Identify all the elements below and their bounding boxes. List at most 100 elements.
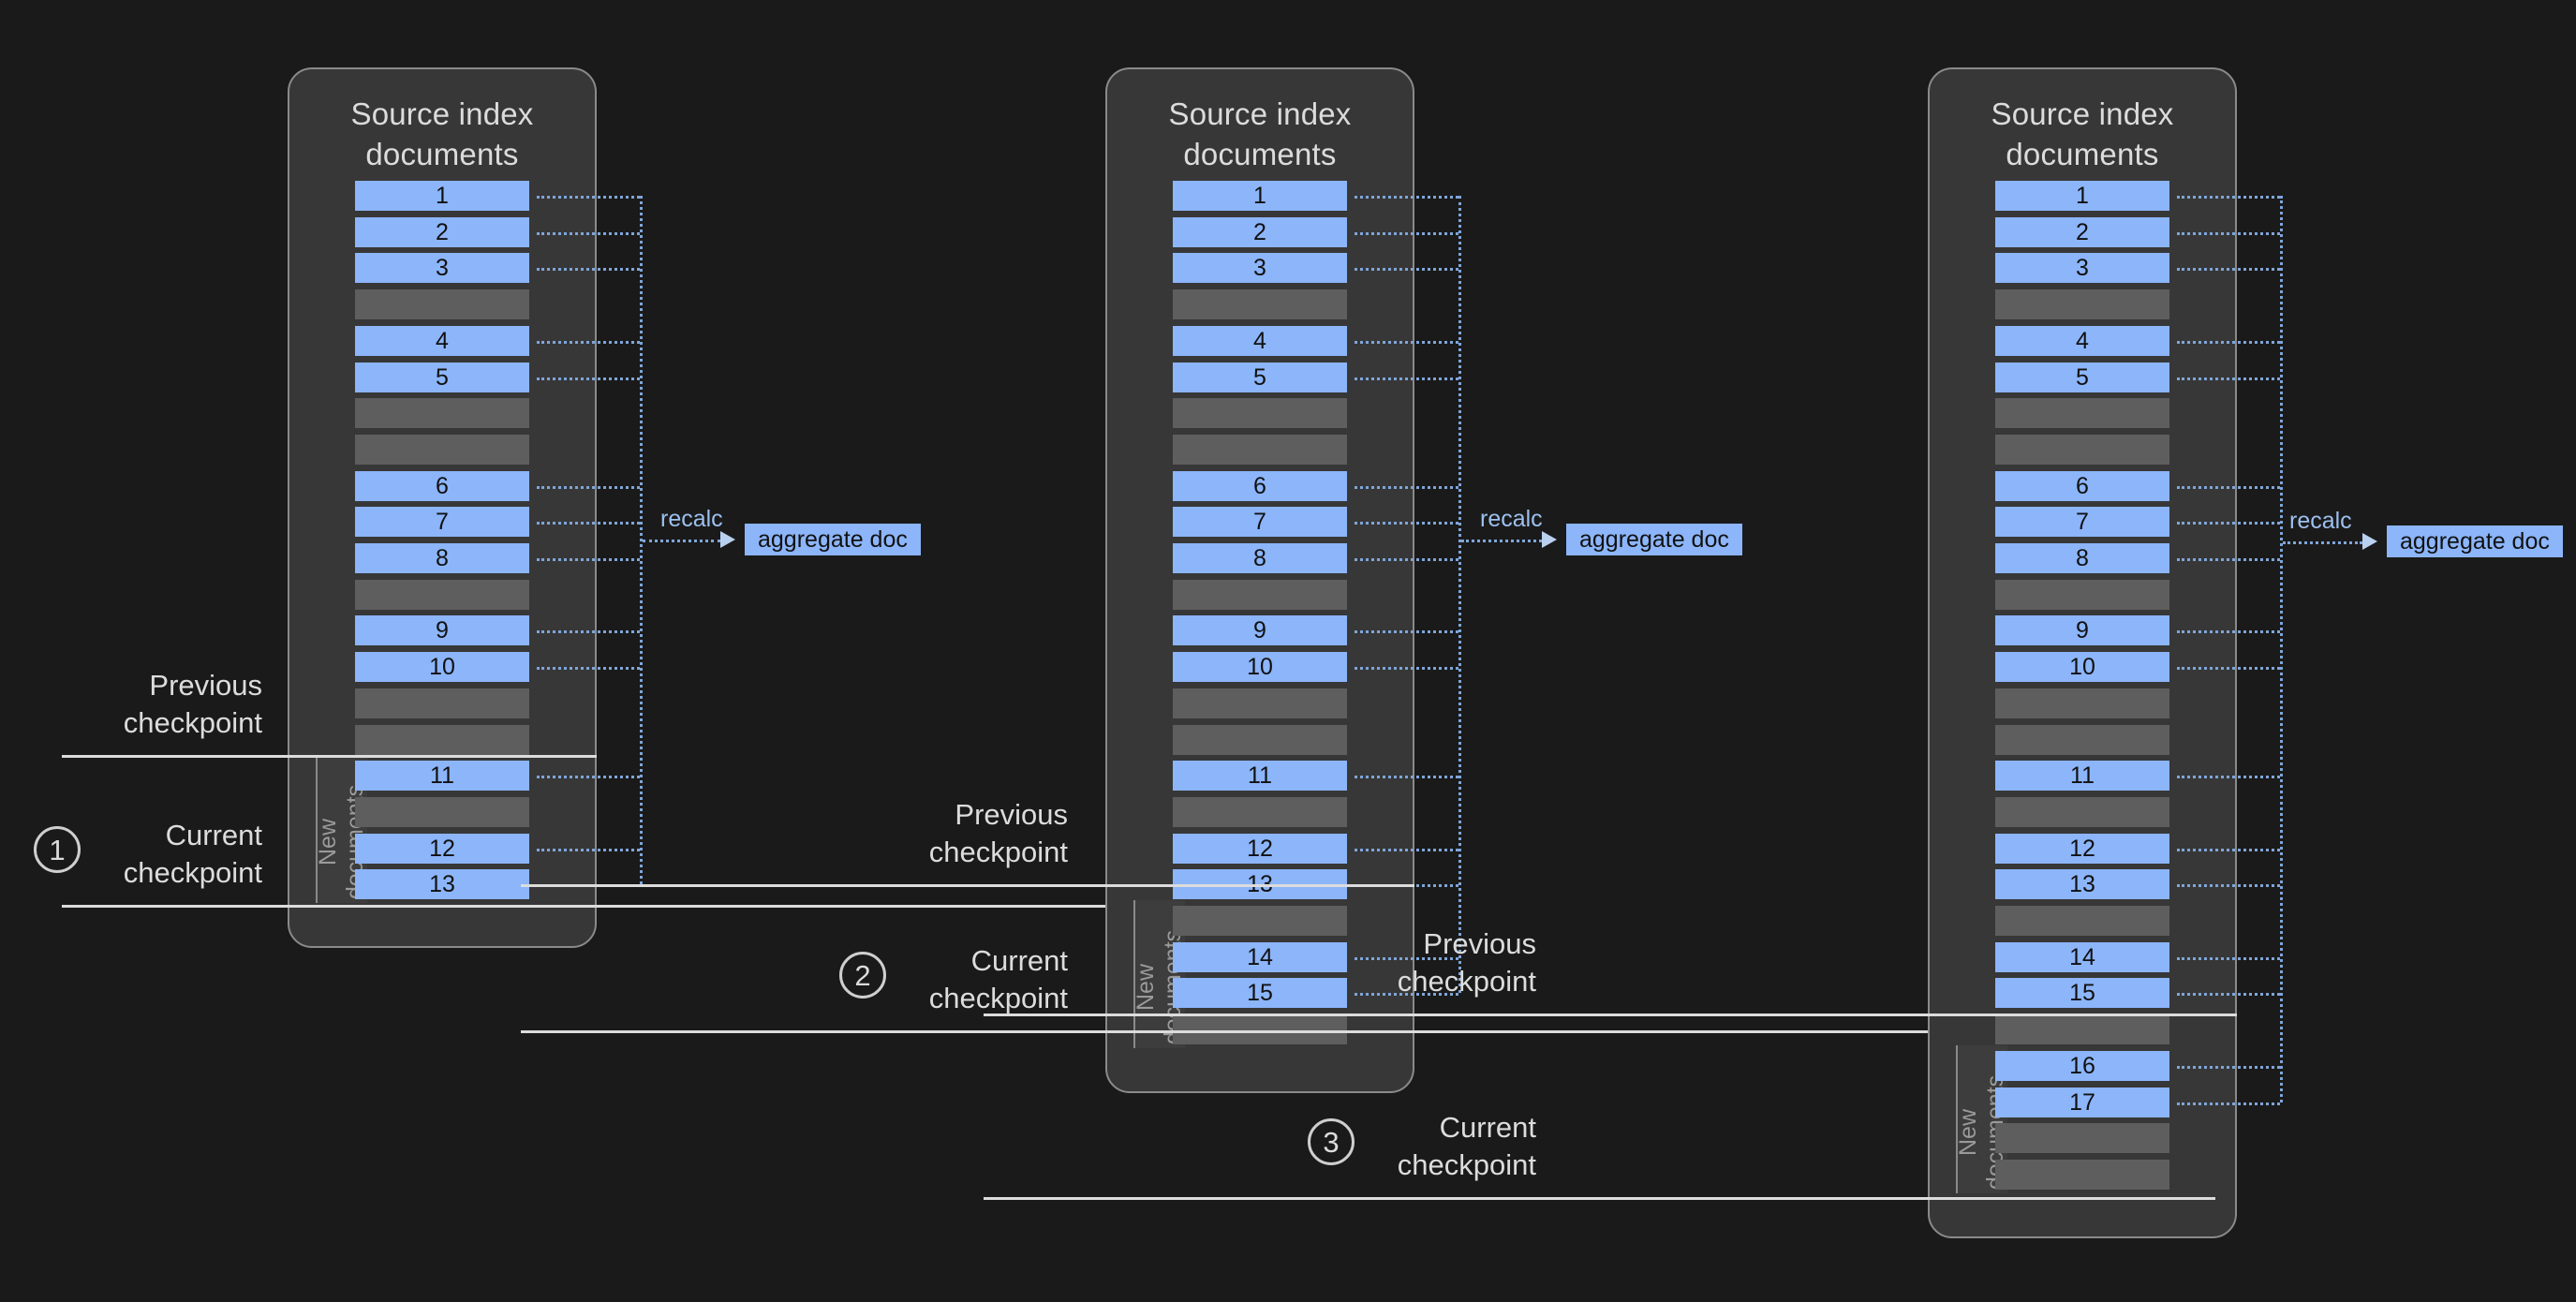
connector-line	[2177, 993, 2280, 997]
connector-line	[537, 268, 640, 272]
empty-row	[1173, 579, 1347, 610]
current-checkpoint-line	[984, 1197, 2215, 1200]
document-row: 12	[1173, 833, 1347, 864]
recalc-arrow-line	[2283, 541, 2362, 544]
document-row: 2	[355, 216, 529, 247]
connector-line	[537, 558, 640, 561]
connector-line	[1355, 776, 1458, 779]
document-row: 1	[1173, 181, 1347, 211]
connector-line	[2177, 522, 2280, 525]
recalc-arrow-line	[643, 540, 720, 542]
empty-row	[1995, 579, 2169, 610]
document-row: 12	[355, 833, 529, 864]
connector-line	[1355, 630, 1458, 634]
connector-line	[1355, 231, 1458, 235]
current-checkpoint-label: Current checkpoint	[123, 819, 262, 889]
panel-title: Source index documents	[1991, 96, 2174, 171]
document-row: 4	[1995, 325, 2169, 356]
empty-row	[355, 398, 529, 429]
empty-row	[1173, 434, 1347, 465]
document-row: 2	[1173, 216, 1347, 247]
document-row: 15	[1173, 978, 1347, 1009]
document-row: 6	[1995, 470, 2169, 501]
connector-bus	[1458, 196, 1461, 994]
document-row: 3	[355, 253, 529, 284]
connector-line	[1355, 558, 1458, 561]
recalc-label: recalc	[2289, 508, 2352, 534]
document-row: 5	[355, 362, 529, 392]
document-row: 9	[1995, 615, 2169, 646]
connector-line	[2177, 1065, 2280, 1069]
aggregate-doc-box: aggregate doc	[2387, 525, 2563, 557]
document-row: 10	[355, 652, 529, 683]
document-row: 13	[355, 869, 529, 900]
document-row: 6	[355, 470, 529, 501]
panel-title: Source index documents	[350, 96, 534, 171]
document-row: 14	[1995, 941, 2169, 972]
document-row: 7	[1173, 507, 1347, 538]
document-row: 16	[1995, 1050, 2169, 1081]
connector-line	[1355, 377, 1458, 380]
connector-line	[1355, 340, 1458, 344]
document-row: 4	[1173, 325, 1347, 356]
document-row: 10	[1173, 652, 1347, 683]
document-row: 3	[1173, 253, 1347, 284]
recalc-arrow-line	[1461, 540, 1542, 542]
empty-row	[1995, 1014, 2169, 1045]
connector-line	[2177, 848, 2280, 851]
connector-line	[2177, 1102, 2280, 1105]
connector-line	[1355, 485, 1458, 489]
document-row: 13	[1995, 869, 2169, 900]
empty-row	[1173, 289, 1347, 320]
document-row: 12	[1995, 833, 2169, 864]
document-row: 8	[1173, 543, 1347, 573]
current-checkpoint-label: Current checkpoint	[928, 944, 1068, 1014]
recalc-arrow-head	[1542, 531, 1557, 548]
connector-line	[537, 522, 640, 525]
connector-line	[2177, 956, 2280, 960]
connector-line	[537, 776, 640, 779]
connector-line	[2177, 630, 2280, 634]
document-row: 8	[355, 543, 529, 573]
connector-line	[2177, 231, 2280, 235]
aggregate-doc-box: aggregate doc	[1566, 524, 1742, 555]
document-row: 8	[1995, 543, 2169, 573]
empty-row	[1173, 906, 1347, 936]
empty-row	[1173, 724, 1347, 755]
connector-line	[537, 231, 640, 235]
document-row: 3	[1995, 253, 2169, 284]
empty-row	[355, 724, 529, 755]
previous-checkpoint-label: Previous checkpoint	[928, 798, 1068, 868]
document-row: 15	[1995, 978, 2169, 1009]
panel-title: Source index documents	[1168, 96, 1352, 171]
document-row: 1	[355, 181, 529, 211]
connector-line	[2177, 377, 2280, 380]
document-row: 5	[1173, 362, 1347, 392]
empty-row	[1995, 1123, 2169, 1154]
document-row: 14	[1173, 941, 1347, 972]
empty-row	[1995, 906, 2169, 936]
current-checkpoint-line	[521, 1030, 1928, 1033]
empty-row	[355, 434, 529, 465]
empty-row	[355, 289, 529, 320]
empty-row	[1995, 289, 2169, 320]
connector-line	[537, 485, 640, 489]
empty-row	[1995, 724, 2169, 755]
connector-line	[537, 196, 640, 199]
connector-line	[2177, 268, 2280, 272]
empty-row	[1995, 398, 2169, 429]
connector-line	[1355, 956, 1458, 960]
document-row: 9	[355, 615, 529, 646]
connector-line	[1355, 522, 1458, 525]
checkpoint-step-number: 2	[839, 952, 886, 999]
document-row: 7	[1995, 507, 2169, 538]
empty-row	[355, 579, 529, 610]
empty-row	[1173, 1014, 1347, 1045]
empty-row	[1173, 398, 1347, 429]
recalc-label: recalc	[660, 506, 723, 532]
checkpoint-step-number: 1	[34, 826, 81, 873]
connector-line	[2177, 340, 2280, 344]
document-row: 10	[1995, 652, 2169, 683]
connector-line	[537, 340, 640, 344]
empty-row	[355, 688, 529, 718]
